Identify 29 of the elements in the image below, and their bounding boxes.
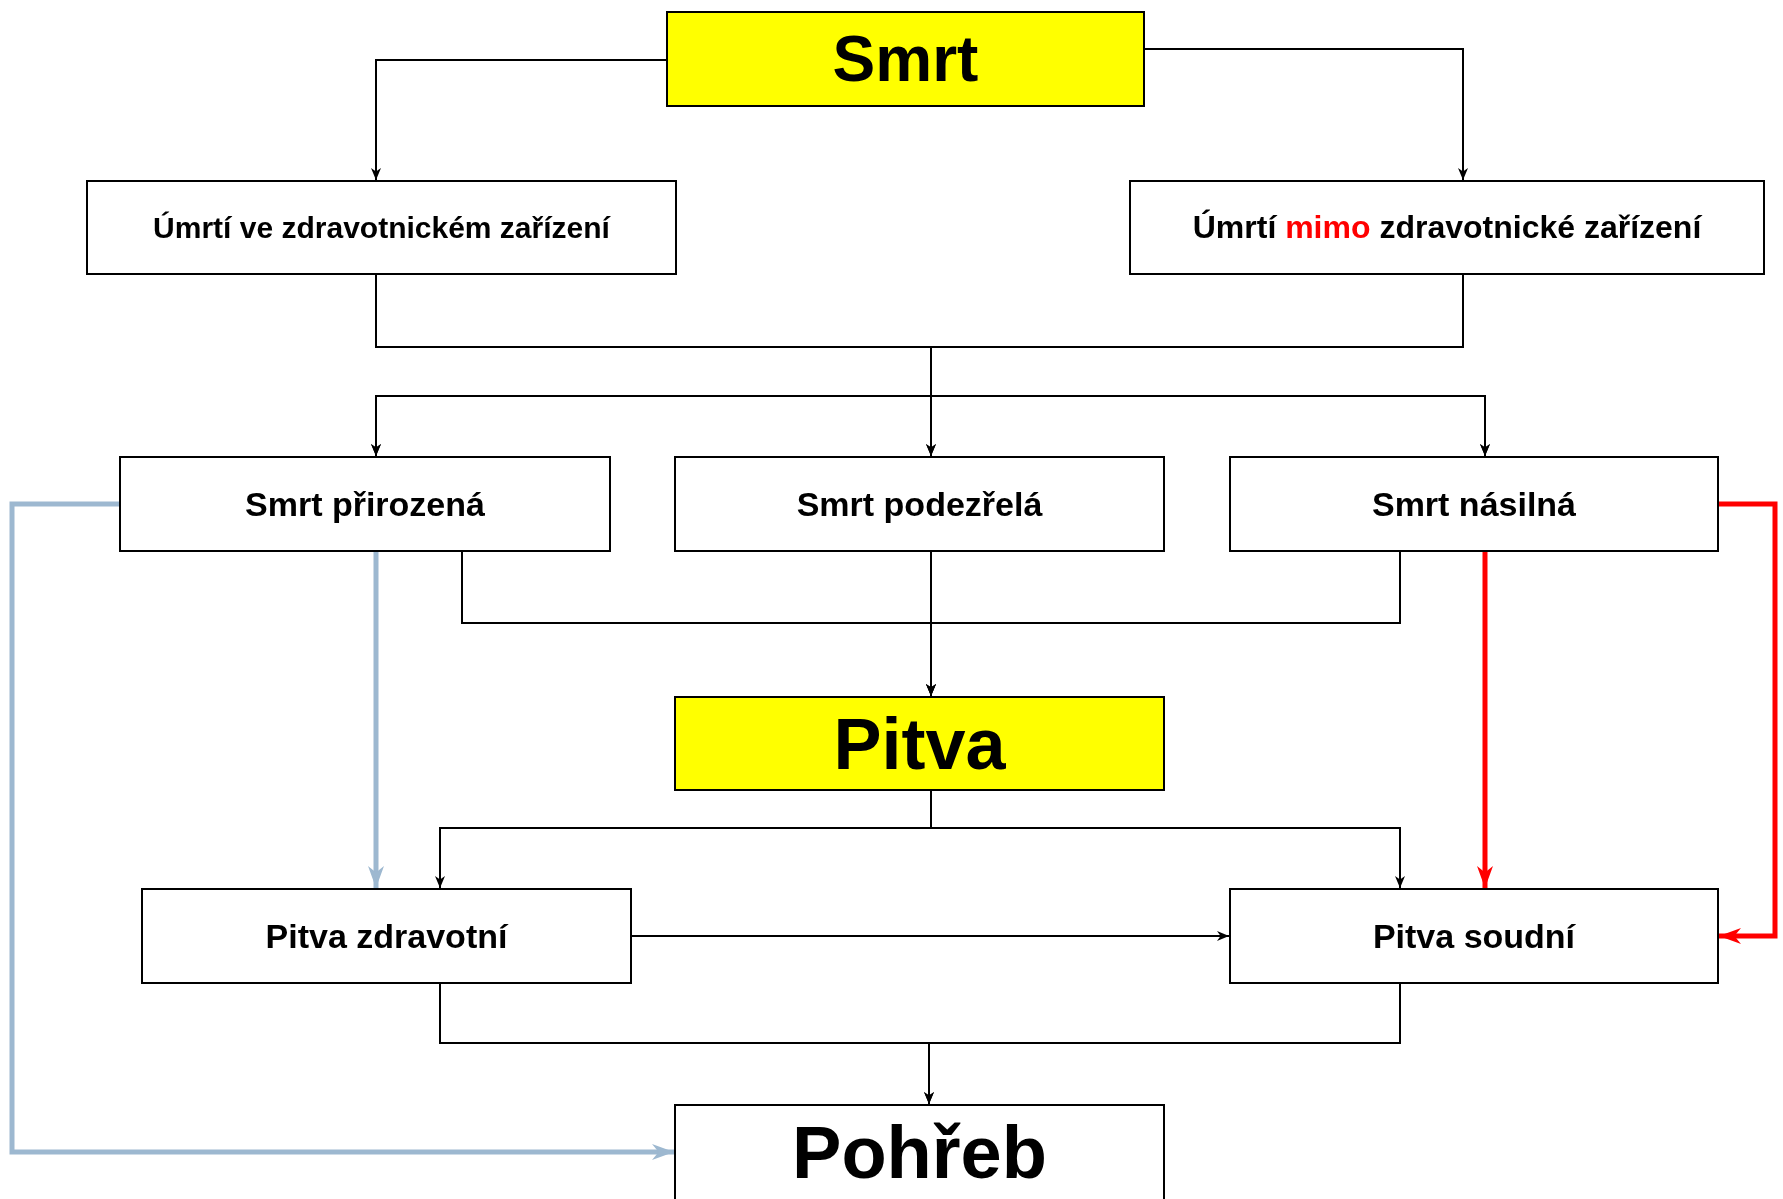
arrow <box>631 931 1230 941</box>
box-label: Pitva soudní <box>1372 916 1576 956</box>
arrow <box>924 983 1401 1105</box>
arrow <box>1719 501 1778 944</box>
process-box <box>1129 180 1765 275</box>
arrow <box>9 501 674 1160</box>
process-box <box>119 456 611 552</box>
process-box <box>141 888 632 984</box>
process-box <box>674 456 1165 552</box>
arrow <box>1477 552 1493 888</box>
box-label: Pohřeb <box>792 1110 1047 1195</box>
box-label: Pitva <box>833 702 1006 785</box>
arrow <box>1144 48 1468 181</box>
process-box <box>666 11 1145 107</box>
arrow <box>371 59 667 181</box>
process-box <box>674 696 1165 791</box>
process-box <box>674 1104 1165 1199</box>
process-box <box>1229 456 1719 552</box>
box-label: Smrt podezřelá <box>796 484 1043 524</box>
box-label: Úmrtí ve zdravotnickém zařízení <box>153 210 610 245</box>
box-label: Smrt přirozená <box>245 484 485 524</box>
arrow <box>368 552 384 888</box>
box-label: Úmrtí mimo zdravotnické zařízení <box>1192 209 1702 246</box>
box-label: Smrt násilná <box>1371 484 1577 524</box>
process-box <box>1229 888 1719 984</box>
box-label: Smrt <box>832 22 979 96</box>
box-label: Pitva zdravotní <box>265 916 508 956</box>
process-box <box>86 180 677 275</box>
arrow <box>926 551 1401 697</box>
